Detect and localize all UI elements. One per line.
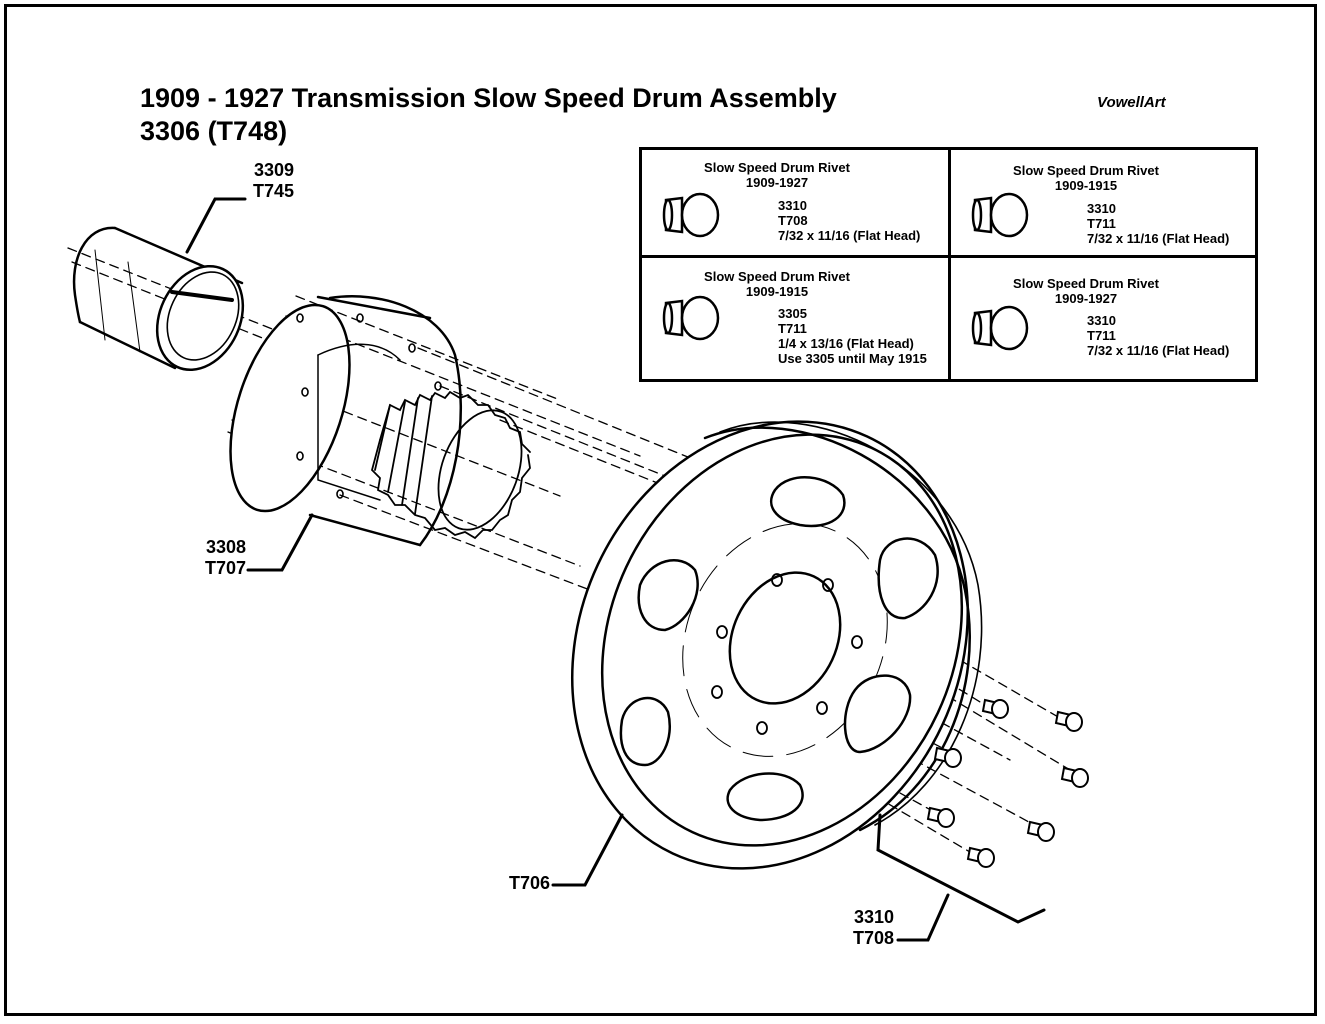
- rivet-heading: Slow Speed Drum Rivet: [1013, 276, 1159, 291]
- callout-ford-number: T706: [508, 873, 550, 893]
- title-line-2: 3306 (T748): [140, 116, 288, 146]
- rivet-cell-heading: Slow Speed Drum Rivet 1909-1915: [662, 269, 892, 299]
- rivet-icon: [933, 746, 962, 768]
- rivet-icon: [1060, 766, 1089, 788]
- rivet-icon: [926, 806, 955, 828]
- hub-callout: 3308 T707: [182, 537, 246, 579]
- rivet-part-number: 3305: [778, 306, 807, 321]
- hub-part: [229, 295, 531, 547]
- bushing-part: [72, 226, 245, 372]
- rivet-specs: 3310 T708 7/32 x 11/16 (Flat Head): [778, 198, 920, 243]
- table-divider-horizontal: [642, 255, 1255, 258]
- rivet-ford-number: T708: [778, 213, 808, 228]
- rivets-leader-line: [896, 893, 950, 942]
- rivet-years: 1909-1915: [1054, 178, 1118, 193]
- rivet-cell-3: Slow Speed Drum Rivet 1909-1915 3305 T71…: [642, 258, 948, 379]
- rivet-cell-heading: Slow Speed Drum Rivet 1909-1915: [971, 163, 1201, 193]
- rivet-heading: Slow Speed Drum Rivet: [704, 160, 850, 175]
- callout-ford-number: T707: [204, 558, 246, 578]
- rivet-icon: [966, 846, 995, 868]
- bushing-leader-line: [185, 197, 247, 254]
- callout-part-number: 3310: [853, 907, 894, 927]
- rivet-part-number: 3310: [778, 198, 807, 213]
- rivet-cell-2: Slow Speed Drum Rivet 1909-1915 3310 T71…: [951, 150, 1255, 255]
- rivet-icon: [662, 192, 720, 238]
- rivet-ford-number: T711: [1087, 216, 1116, 231]
- rivet-heading: Slow Speed Drum Rivet: [704, 269, 850, 284]
- rivet-icon: [971, 192, 1029, 238]
- rivets-callout: 3310 T708: [830, 907, 894, 949]
- rivets-bracket: [876, 813, 1046, 924]
- rivet-cell-4: Slow Speed Drum Rivet 1909-1927 3310 T71…: [951, 258, 1255, 379]
- rivet-size: 7/32 x 11/16 (Flat Head): [778, 228, 921, 243]
- drum-leader-line: [551, 813, 624, 887]
- table-divider-vertical: [948, 150, 951, 379]
- rivet-icon: [662, 295, 720, 341]
- rivet-specs: 3310 T711 7/32 x 11/16 (Flat Head): [1087, 313, 1229, 358]
- rivet-ford-number: T711: [1087, 328, 1116, 343]
- rivet-years: 1909-1927: [1054, 291, 1118, 306]
- bushing-callout: 3309 T745: [230, 160, 294, 202]
- hub-leader-line: [246, 513, 314, 572]
- rivet-years: 1909-1927: [745, 175, 809, 190]
- rivet-cell-heading: Slow Speed Drum Rivet 1909-1927: [662, 160, 892, 190]
- rivet-size: 7/32 x 11/16 (Flat Head): [1087, 343, 1230, 358]
- drum-callout: T706: [488, 873, 550, 894]
- rivet-specs: 3310 T711 7/32 x 11/16 (Flat Head): [1087, 201, 1229, 246]
- rivet-ford-number: T711: [778, 321, 807, 336]
- rivet-specs: 3305 T711 1/4 x 13/16 (Flat Head) Use 33…: [778, 306, 927, 366]
- rivet-part-number: 3310: [1087, 201, 1116, 216]
- rivet-icon: [1026, 820, 1055, 842]
- callout-ford-number: T745: [252, 181, 294, 201]
- rivet-icon: [1054, 710, 1083, 732]
- title-line-1: 1909 - 1927 Transmission Slow Speed Drum…: [140, 83, 837, 113]
- rivet-part-number: 3310: [1087, 313, 1116, 328]
- loose-rivets: [926, 698, 1089, 868]
- rivet-size: 7/32 x 11/16 (Flat Head): [1087, 231, 1230, 246]
- rivet-icon: [981, 698, 1009, 719]
- rivet-size: 1/4 x 13/16 (Flat Head): [778, 336, 914, 351]
- callout-part-number: 3308: [205, 537, 246, 557]
- rivet-cell-heading: Slow Speed Drum Rivet 1909-1927: [971, 276, 1201, 306]
- rivet-icon: [971, 305, 1029, 351]
- drum-part: [571, 420, 983, 870]
- page-border: [4, 4, 1317, 1016]
- rivet-cell-1: Slow Speed Drum Rivet 1909-1927 3310 T70…: [642, 150, 948, 255]
- rivet-years: 1909-1915: [745, 284, 809, 299]
- rivet-note: Use 3305 until May 1915: [778, 351, 927, 366]
- rivet-heading: Slow Speed Drum Rivet: [1013, 163, 1159, 178]
- callout-part-number: 3309: [253, 160, 294, 180]
- rivet-spec-table: Slow Speed Drum Rivet 1909-1927 3310 T70…: [639, 147, 1258, 382]
- diagram-title: 1909 - 1927 Transmission Slow Speed Drum…: [140, 82, 837, 148]
- artist-credit: VowellArt: [1097, 94, 1166, 111]
- callout-ford-number: T708: [852, 928, 894, 948]
